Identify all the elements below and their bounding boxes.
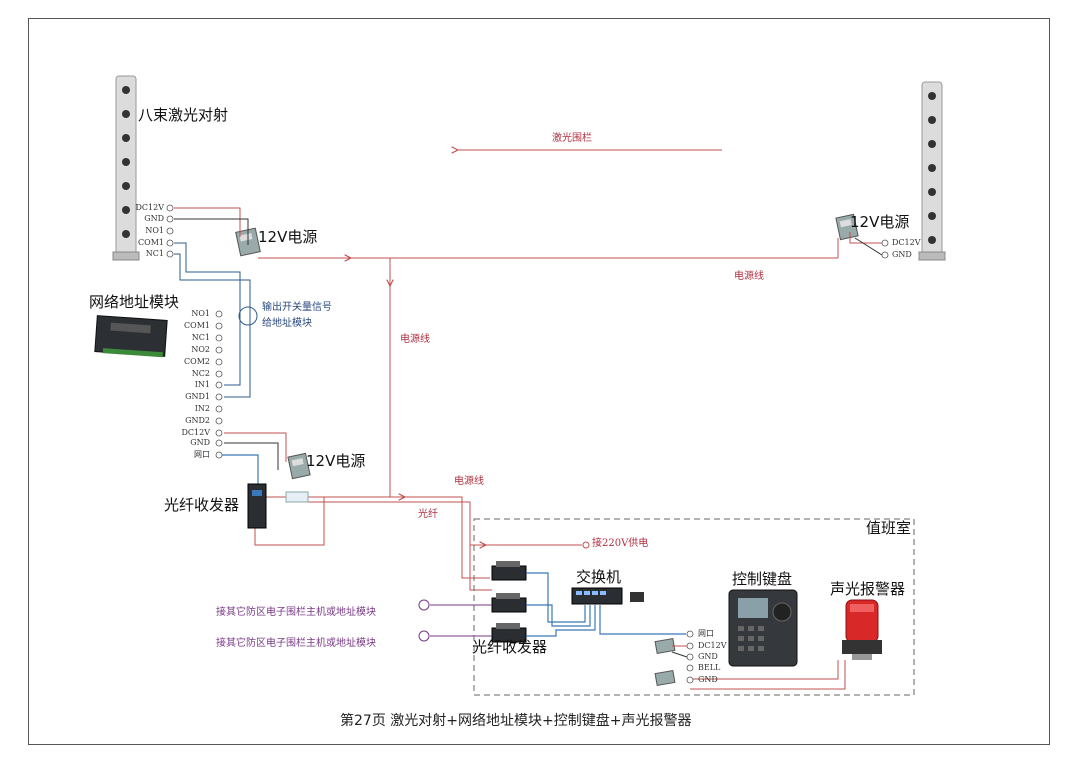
network-cable: [222, 454, 259, 484]
keyboard-pin: GND: [698, 675, 718, 684]
laser-fence-label: 激光围栏: [552, 133, 592, 144]
module-pin: NO2: [191, 345, 210, 354]
fiber-label: 光纤: [418, 509, 438, 520]
supply-220v-label: 接220V供电: [592, 538, 649, 549]
room-transceivers: [491, 561, 527, 643]
module-pin: GND1: [185, 392, 210, 401]
laser-right-pin: DC12V: [892, 238, 921, 247]
module-terminals: [215, 310, 223, 459]
other-zone-label: 接其它防区电子围栏主机或地址模块: [216, 638, 376, 649]
module-pin: GND2: [185, 416, 210, 425]
laser-column-right: [918, 81, 946, 261]
module-pin: NO1: [191, 309, 210, 318]
keyboard-pin: DC12V: [698, 641, 727, 650]
output-signal-label: 给地址模块: [262, 318, 312, 329]
laser-column-left: [112, 75, 140, 261]
keyboard-pin: GND: [698, 652, 718, 661]
alarm-device: [842, 599, 882, 660]
keyboard-pin: BELL: [698, 663, 721, 672]
power-line-label: 电源线: [400, 334, 430, 345]
keyboard-pin: 网口: [698, 629, 714, 638]
psu-left-label: 12V电源: [258, 228, 318, 246]
laser-left-pin: NC1: [145, 249, 164, 258]
diagram-frame: [28, 18, 1050, 745]
module-pin: NC1: [191, 333, 210, 342]
room-network-links: [526, 572, 686, 637]
fiber-connector: [285, 491, 309, 503]
module-pin: NC2: [191, 369, 210, 378]
module-pin: IN2: [194, 404, 210, 413]
power-line-label: 电源线: [734, 271, 764, 282]
laser-left-pin: NO1: [145, 226, 164, 235]
laser-left-pin: GND: [144, 214, 164, 223]
duty-room-box: [473, 518, 915, 696]
switch-device: [571, 587, 644, 605]
psu-mid-label: 12V电源: [306, 452, 366, 470]
module-pin: DC12V: [181, 428, 211, 437]
supply-terminal: [582, 541, 590, 549]
power-line-label: 电源线: [454, 476, 484, 487]
other-zone-links: [430, 604, 492, 637]
other-zone-label: 接其它防区电子围栏主机或地址模块: [216, 607, 376, 618]
signal-bundle-marker: [238, 306, 258, 326]
laser-left-pin: COM1: [138, 238, 164, 247]
output-signal-label: 输出开关量信号: [262, 302, 332, 313]
module-pin: IN1: [194, 380, 210, 389]
alarm-label: 声光报警器: [830, 580, 906, 598]
psu-right-label: 12V电源: [850, 213, 910, 231]
laser-right-terminals: [881, 239, 889, 259]
control-keyboard-label: 控制键盘: [732, 570, 793, 588]
laser-beam-label: 八束激光对射: [138, 106, 229, 124]
fiber-transceiver-room-label: 光纤收发器: [472, 638, 548, 656]
psu-icon-mid: [287, 452, 311, 480]
laser-right-pin: GND: [892, 250, 912, 259]
network-module-device: [94, 315, 168, 358]
page-caption: 第27页 激光对射+网络地址模块+控制键盘+声光报警器: [340, 713, 692, 729]
laser-left-terminals: [166, 204, 174, 258]
module-pin: COM2: [184, 357, 210, 366]
laser-left-pin: DC12V: [135, 203, 165, 212]
keyboard-terminals: [686, 630, 694, 684]
room-psu-icons: [654, 637, 676, 687]
control-keyboard-device: [728, 589, 798, 667]
duty-room-label: 值班室: [866, 519, 912, 537]
switch-label: 交换机: [576, 568, 622, 586]
gnd-wiring: [174, 218, 883, 470]
network-module-label: 网络地址模块: [89, 293, 180, 311]
psu-icon-right: [835, 213, 859, 241]
fiber-transceiver-left-label: 光纤收发器: [164, 496, 240, 514]
signal-wiring: [174, 242, 251, 398]
module-pin: COM1: [184, 321, 210, 330]
module-pin: 网口: [194, 450, 210, 459]
fiber-transceiver-left-device: [247, 483, 267, 529]
module-pin: GND: [190, 438, 210, 447]
